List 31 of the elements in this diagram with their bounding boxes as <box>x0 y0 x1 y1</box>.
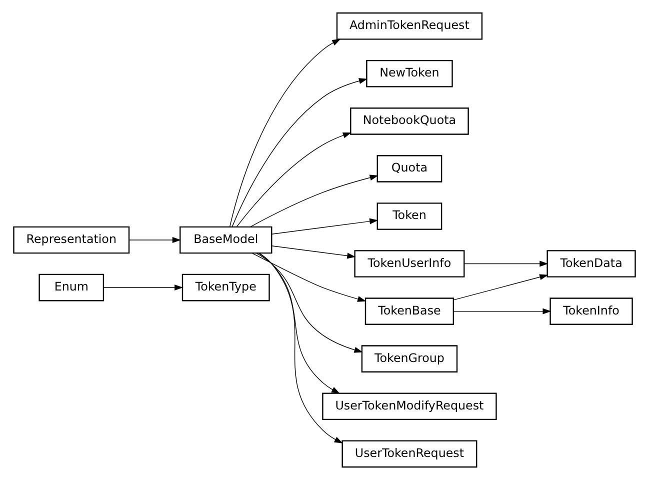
arrow <box>231 78 368 228</box>
arrow <box>250 174 378 228</box>
arrow <box>452 274 548 300</box>
node-box: TokenData <box>546 250 636 278</box>
arrow <box>102 284 183 291</box>
arrow <box>256 252 362 353</box>
arrow <box>229 38 340 227</box>
node-box: Representation <box>12 226 130 254</box>
arrow <box>257 252 340 394</box>
node-box: UserTokenModifyRequest <box>322 392 496 420</box>
arrow <box>128 237 180 243</box>
node-box: TokenUserInfo <box>354 250 464 278</box>
node-box: TokenType <box>181 274 270 302</box>
arrow <box>464 260 548 267</box>
node-box: Quota <box>376 155 442 182</box>
node-box: AdminTokenRequest <box>336 12 482 40</box>
node-box: Token <box>376 202 442 230</box>
node-box: NotebookQuota <box>350 108 468 135</box>
node-box: BaseModel <box>179 226 272 254</box>
arrow <box>271 246 356 259</box>
node-box: NewToken <box>366 60 452 88</box>
arrow <box>252 252 366 302</box>
node-box: Enum <box>38 274 104 302</box>
arrow <box>258 252 342 444</box>
node-box: UserTokenRequest <box>341 440 477 468</box>
node-box: TokenGroup <box>360 345 458 372</box>
arrow <box>271 218 378 234</box>
arrow <box>452 308 551 314</box>
arrow <box>236 132 351 228</box>
node-box: TokenInfo <box>549 298 632 325</box>
node-box: TokenBase <box>364 298 454 325</box>
